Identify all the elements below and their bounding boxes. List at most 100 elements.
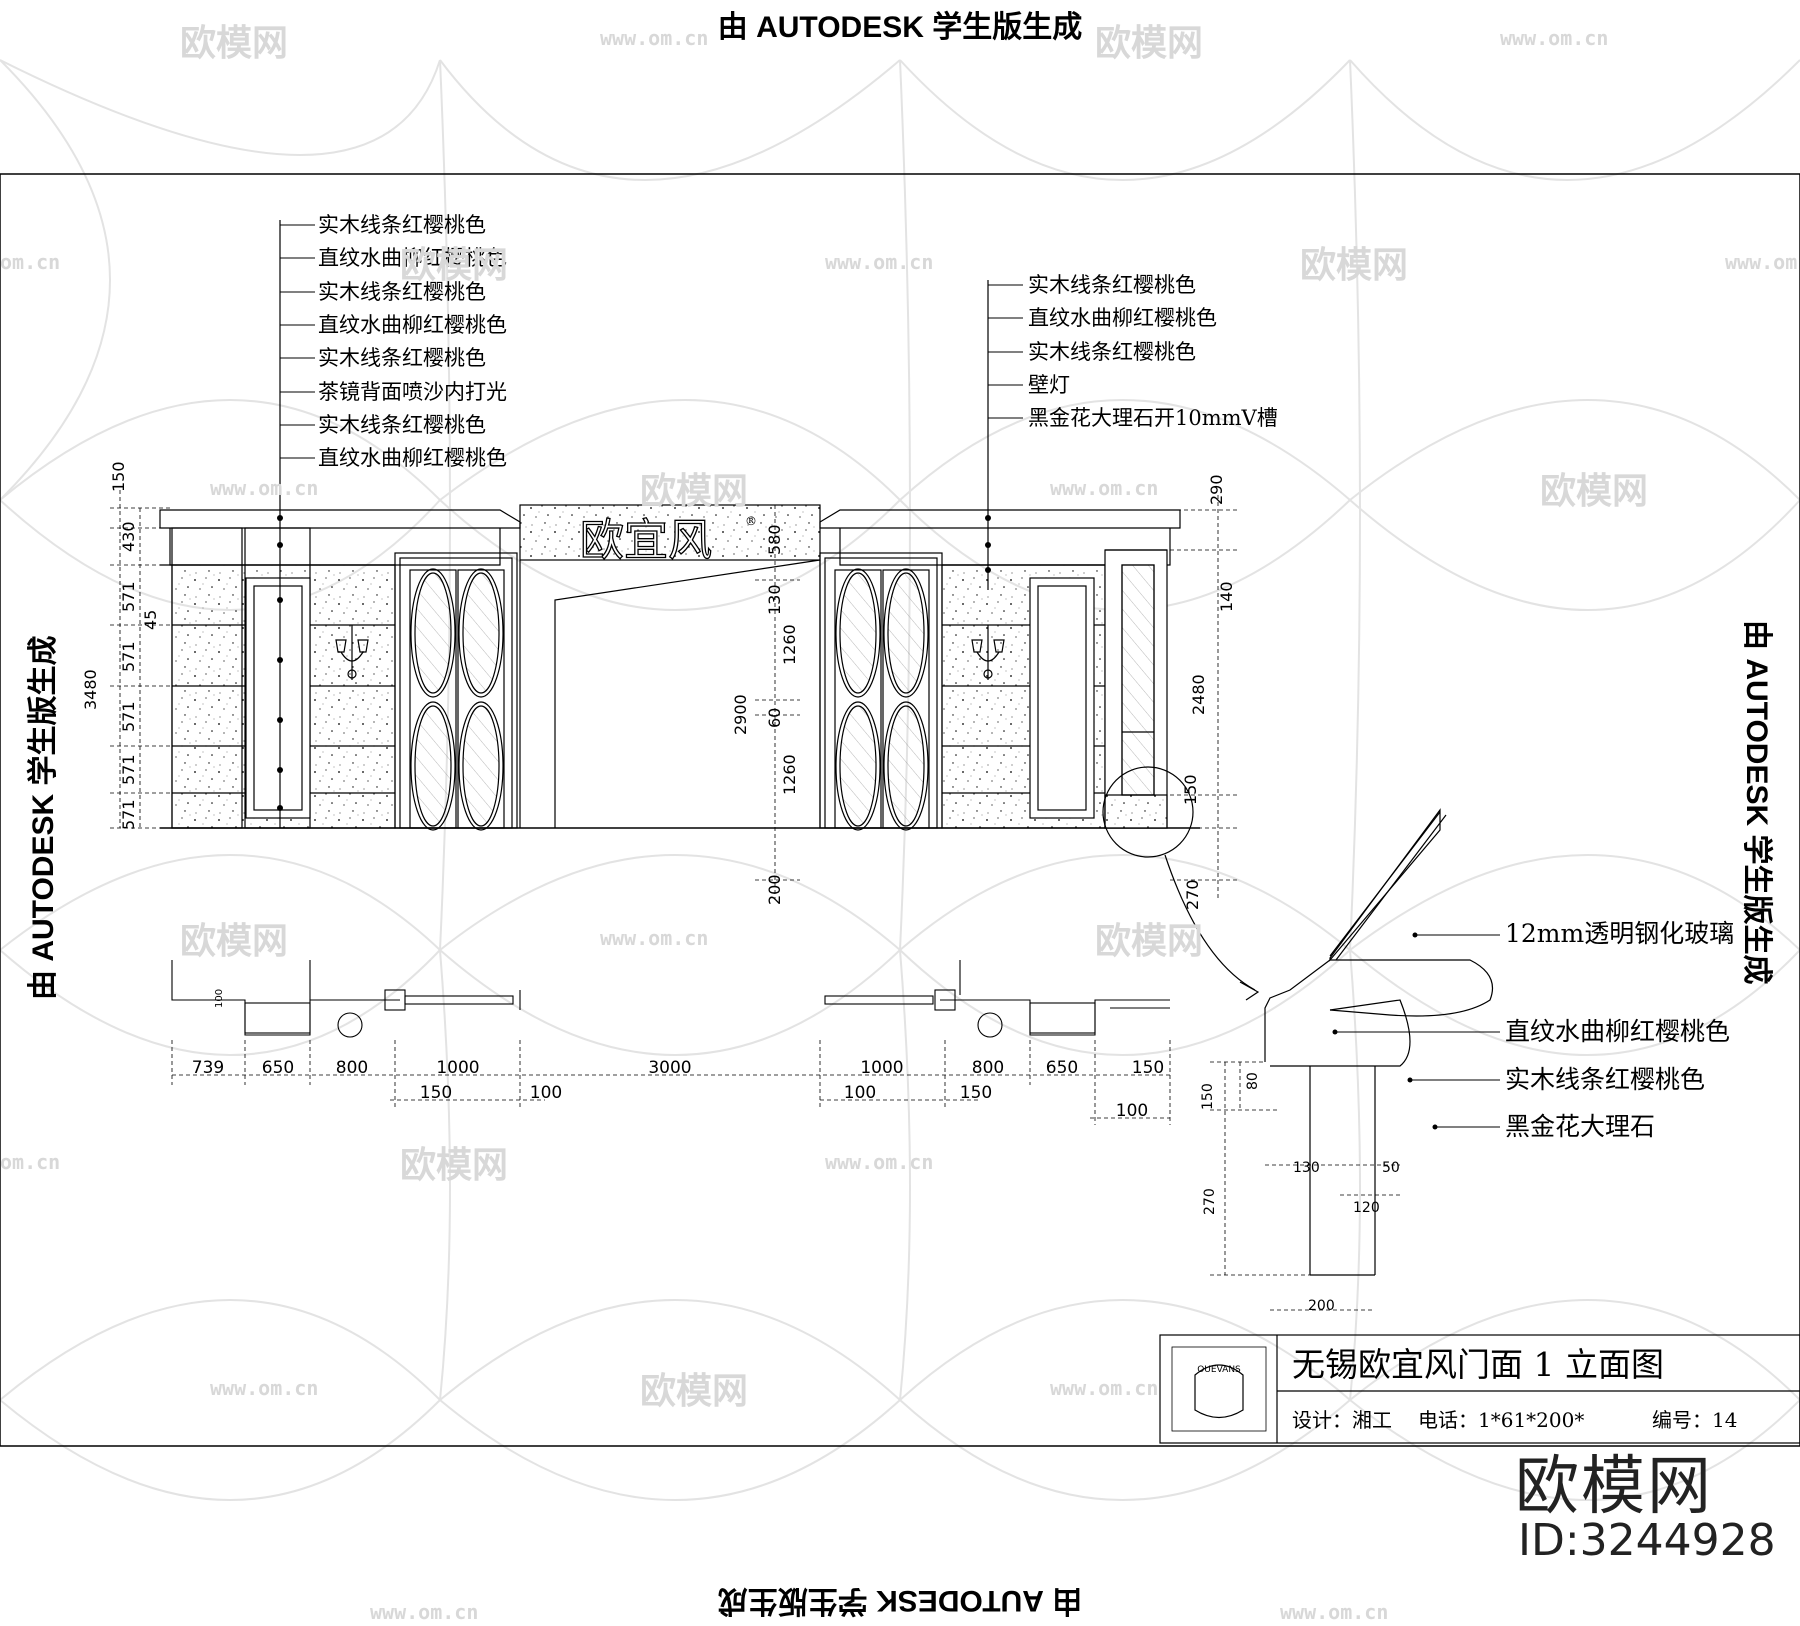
detail-callout-circle	[1102, 766, 1194, 858]
dim-left-571d: 571	[119, 754, 138, 785]
dim-plan-800b: 800	[972, 1058, 1004, 1078]
dim-plan-row2-100c: 100	[1116, 1101, 1148, 1121]
dim-detail-270: 270	[1202, 1188, 1218, 1215]
center-vertical-dim-lines	[755, 505, 800, 900]
section-detail	[1210, 808, 1500, 1311]
dim-center-60: 60	[765, 708, 784, 728]
callout-left-6: 茶镜背面喷沙内打光	[318, 380, 507, 404]
dim-detail-200: 200	[1308, 1298, 1335, 1314]
dim-plan-739: 739	[192, 1058, 224, 1078]
dim-plan-row2-150a: 150	[420, 1083, 452, 1103]
drawing-title: 无锡欧宜风门面 1 立面图	[1292, 1345, 1664, 1384]
watermark-url-12: www.om.cn	[1050, 1376, 1159, 1400]
dim-left-571b: 571	[119, 641, 138, 672]
dim-left-150: 150	[109, 461, 128, 492]
left-leader-ticks	[280, 224, 315, 459]
callout-left-5: 实木线条红樱桃色	[318, 346, 486, 370]
dim-plan-150: 150	[1132, 1058, 1164, 1078]
dim-plan-800a: 800	[336, 1058, 368, 1078]
watermark-url-1: www.om.cn	[600, 26, 709, 50]
callout-right-2: 直纹水曲柳红樱桃色	[1028, 306, 1217, 330]
watermark-brand-9: 欧模网	[400, 1145, 509, 1186]
dim-detail-120: 120	[1353, 1200, 1380, 1216]
dim-left-45: 45	[141, 610, 160, 630]
watermark-brand-1: 欧模网	[180, 23, 289, 64]
student-edition-left: 由 AUTODESK 学生版生成	[27, 635, 60, 1000]
student-edition-top: 由 AUTODESK 学生版生成	[717, 11, 1083, 44]
callout-left-1: 实木线条红樱桃色	[318, 213, 486, 237]
dim-detail-150: 150	[1200, 1083, 1216, 1110]
leader-dots	[277, 515, 991, 811]
dim-plan-row2-150b: 150	[960, 1083, 992, 1103]
callout-left-4: 直纹水曲柳红樱桃色	[318, 313, 507, 337]
callout-left-7: 实木线条红樱桃色	[318, 413, 486, 437]
callout-left-2: 直纹水曲柳红樱桃色	[318, 246, 507, 270]
dim-detail-130: 130	[1293, 1160, 1320, 1176]
watermark-arcs	[0, 59, 1800, 1501]
dim-right-270: 270	[1183, 879, 1202, 910]
callout-right-4: 壁灯	[1028, 373, 1070, 397]
callout-right-1: 实木线条红樱桃色	[1028, 273, 1196, 297]
detail-leader-lines	[1335, 934, 1500, 1128]
sheet-border	[0, 173, 1800, 1447]
dim-right-2480: 2480	[1189, 674, 1208, 715]
watermark-brand-7: 欧模网	[180, 921, 289, 962]
watermark-url-10: www.om.cn	[825, 1150, 934, 1174]
callout-left-3: 实木线条红樱桃色	[318, 280, 486, 304]
elevation	[110, 220, 1260, 1001]
watermark-brand-4: 欧模网	[1300, 245, 1409, 286]
dim-left-430: 430	[119, 521, 138, 552]
dim-right-290: 290	[1207, 474, 1226, 505]
dim-left-total: 3480	[81, 669, 100, 710]
watermark-url-11: www.om.cn	[210, 1376, 319, 1400]
dim-center-130: 130	[765, 584, 784, 615]
watermark-brand-6: 欧模网	[1540, 471, 1649, 512]
left-vertical-dim-lines	[110, 490, 170, 829]
dim-plan-small: 100	[214, 989, 225, 1008]
dim-center-2900: 2900	[731, 694, 750, 735]
dim-plan-650b: 650	[1046, 1058, 1078, 1078]
watermark-url-2: www.om.cn	[1500, 26, 1609, 50]
watermark-url-7: www.om.cn	[1050, 476, 1159, 500]
watermark-url-8: www.om.cn	[600, 926, 709, 950]
phone-label: 电话：1*61*200*	[1418, 1408, 1584, 1432]
detail-callout-glass: 12mm透明钢化玻璃	[1505, 919, 1734, 948]
watermark-url-6: www.om.cn	[210, 476, 319, 500]
right-leader-ticks	[988, 284, 1023, 419]
dim-plan-3000: 3000	[648, 1058, 691, 1078]
student-edition-bottom: 由 AUTODESK 学生版生成	[717, 1584, 1083, 1617]
watermark-brand-8: 欧模网	[1095, 921, 1204, 962]
watermark-brand-5: 欧模网	[640, 471, 749, 512]
right-vertical-dim-lines	[1170, 495, 1240, 900]
dim-right-140: 140	[1217, 581, 1236, 612]
plan-view	[171, 960, 1171, 1125]
dim-plan-1000a: 1000	[436, 1058, 479, 1078]
watermark-url-9: om.cn	[0, 1150, 61, 1174]
dim-left-571e: 571	[119, 799, 138, 830]
number-label: 编号：14	[1652, 1408, 1737, 1432]
dim-left-571c: 571	[119, 701, 138, 732]
dim-plan-650a: 650	[262, 1058, 294, 1078]
watermark-url-4: www.om.cn	[825, 250, 934, 274]
dim-right-150: 150	[1181, 774, 1200, 805]
brand-logo-text: 欧模网	[1515, 1450, 1713, 1524]
watermark-brand-3: 欧模网	[400, 245, 509, 286]
detail-callout-veneer: 直纹水曲柳红樱桃色	[1505, 1017, 1730, 1046]
text-layer: 实木线条红樱桃色 直纹水曲柳红樱桃色 实木线条红樱桃色 直纹水曲柳红樱桃色 实木…	[81, 213, 1737, 1432]
student-edition-right: 由 AUTODESK 学生版生成	[1740, 620, 1773, 985]
watermark-brand-10: 欧模网	[640, 1371, 749, 1412]
sign-text: 欧宜风	[580, 515, 712, 566]
callout-left-8: 直纹水曲柳红樱桃色	[318, 446, 507, 470]
dim-center-1260b: 1260	[780, 754, 799, 795]
watermark-brand-2: 欧模网	[1095, 23, 1204, 64]
callout-right-5: 黑金花大理石开10mmV槽	[1028, 406, 1278, 430]
dim-detail-50: 50	[1382, 1160, 1400, 1176]
right-wall-sconce	[971, 625, 1005, 680]
detail-callout-wood: 实木线条红樱桃色	[1505, 1065, 1705, 1094]
design-label: 设计：湘工	[1292, 1408, 1392, 1432]
title-block-frame	[1159, 1334, 1800, 1444]
watermark-url-5: www.om.cn	[1725, 250, 1800, 274]
title-logo-text: OUEVANS	[1197, 1365, 1241, 1375]
dim-plan-1000b: 1000	[860, 1058, 903, 1078]
